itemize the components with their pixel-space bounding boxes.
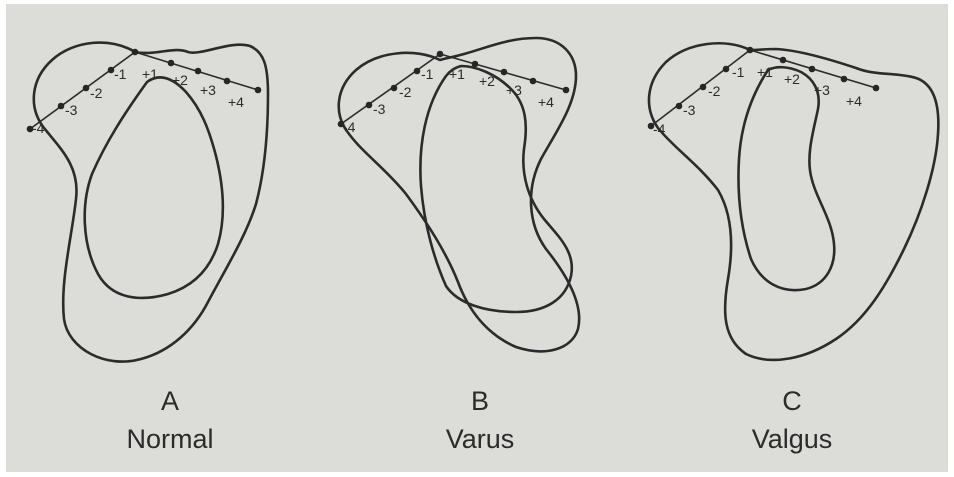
tick-label: +4 (228, 94, 244, 110)
scale-dot (58, 103, 65, 110)
scale-dot (676, 103, 683, 110)
scale-dot (501, 69, 508, 76)
scale-labels: -4 -3 -2 -1 +1 +2 +3 +4 (343, 66, 554, 135)
tick-label: +4 (846, 93, 862, 109)
panel-c-name: Valgus (692, 424, 892, 455)
scale-dot (132, 49, 139, 56)
scale-dot (873, 85, 880, 92)
tick-label: +3 (814, 82, 830, 98)
tick-label: -1 (421, 66, 434, 82)
scale-dot (841, 76, 848, 83)
tick-label: -4 (343, 119, 356, 135)
tick-label: +1 (449, 66, 465, 82)
scale-dot (366, 102, 373, 109)
tick-label: -4 (32, 120, 45, 136)
panel-b-letter: B (380, 386, 580, 417)
scale-dots (27, 49, 262, 133)
scale-dot (195, 68, 202, 75)
scale-dot (83, 85, 90, 92)
tick-label: +3 (506, 82, 522, 98)
scale-dot (780, 57, 787, 64)
scale-dot (530, 78, 537, 85)
scale-dot (168, 60, 175, 67)
scale-dot (391, 85, 398, 92)
scale-dot (224, 78, 231, 85)
outline-right (739, 67, 835, 290)
outline-right (85, 77, 223, 298)
figure: -4 -3 -2 -1 +1 +2 +3 +4 (6, 4, 948, 472)
tick-label: +2 (172, 72, 188, 88)
tick-label: -2 (708, 83, 721, 99)
panel-normal: -4 -3 -2 -1 +1 +2 +3 +4 (27, 43, 268, 362)
tick-label: +1 (757, 64, 773, 80)
scale-dot (747, 47, 754, 54)
scale-line (341, 54, 440, 124)
tick-label: +1 (142, 66, 158, 82)
tick-label: +3 (200, 82, 216, 98)
tick-label: -2 (399, 84, 412, 100)
tick-label: +4 (538, 94, 554, 110)
scale-dot (437, 51, 444, 58)
panel-a-name: Normal (70, 424, 270, 455)
outline-left (34, 43, 268, 362)
panel-valgus: -4 -3 -2 -1 +1 +2 +3 +4 (648, 43, 939, 360)
scale-dot (414, 68, 421, 75)
scale-dot (809, 66, 816, 73)
scale-dot (472, 61, 479, 68)
tick-label: -2 (90, 85, 103, 101)
panel-c-letter: C (692, 386, 892, 417)
scale-line (30, 52, 135, 129)
tick-label: -4 (653, 121, 666, 137)
tick-label: +2 (784, 71, 800, 87)
scale-dot (723, 66, 730, 73)
tick-label: +2 (479, 73, 495, 89)
tick-label: -3 (65, 102, 78, 118)
tick-label: -3 (683, 102, 696, 118)
outline-left (649, 43, 938, 360)
tick-label: -3 (373, 101, 386, 117)
scale-dot (563, 87, 570, 94)
tick-label: -1 (732, 64, 745, 80)
panel-b-name: Varus (380, 424, 580, 455)
outline-left (339, 38, 579, 351)
scale-dot (255, 87, 262, 94)
tick-label: -1 (114, 66, 127, 82)
scale-dot (700, 84, 707, 91)
panel-a-letter: A (70, 386, 270, 417)
panel-varus: -4 -3 -2 -1 +1 +2 +3 +4 (338, 38, 579, 351)
